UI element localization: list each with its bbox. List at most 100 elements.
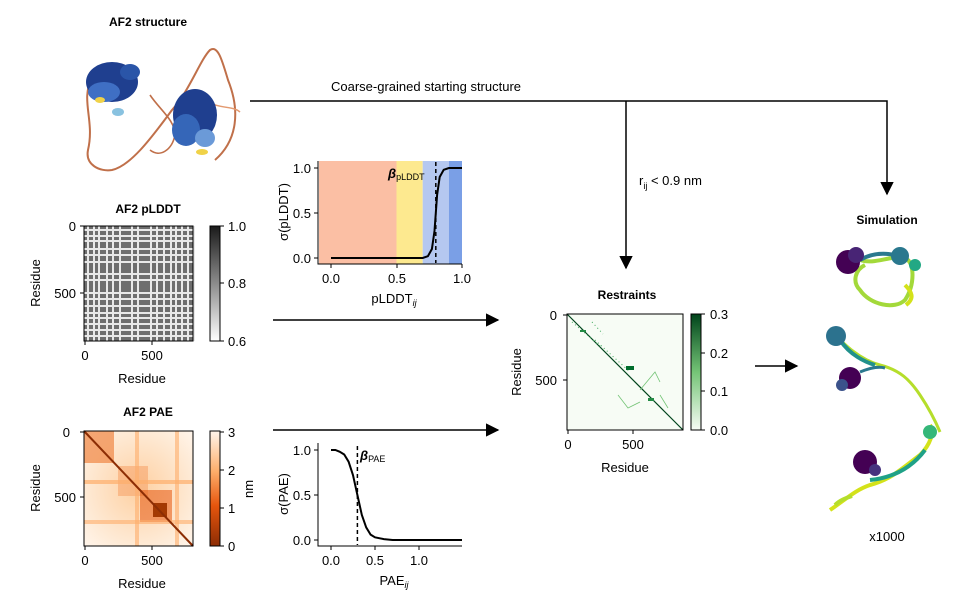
sigma-pae-ticks: 1.0 0.5 0.0 0.0 0.5 1.0: [293, 443, 428, 568]
af2-structure-title: AF2 structure: [109, 15, 187, 29]
plddt-stripe-col: [181, 226, 183, 341]
plddt-band-0: [319, 161, 397, 264]
plddt-stripe-row: [84, 329, 193, 331]
simulation-snapshot-1: [836, 247, 921, 308]
restraints-cbar-tick-0.3: 0.3: [710, 307, 728, 322]
plddt-stripe-col: [106, 226, 108, 341]
pae-xtick-500: 500: [141, 553, 163, 568]
pae-heatmap-blocks: [83, 430, 194, 547]
plddt-cbar-tick-0.6: 0.6: [228, 334, 246, 349]
restraints-heatmap-panel: Restraints 0 500 Residue 0 500 Residue: [509, 288, 728, 475]
pae-cbar-tick-2: 2: [228, 463, 235, 478]
restraints-colorbar: 0.3 0.2 0.1 0.0: [690, 307, 728, 438]
plddt-stripe-row: [84, 292, 193, 294]
plddt-cbar-tick-1: 1.0: [228, 219, 246, 234]
pae-heatmap-yaxis: 0 500 Residue: [28, 425, 84, 512]
sigma-plddt-xlabel: pLDDTij: [371, 291, 417, 308]
restraints-ylabel: Residue: [509, 348, 524, 396]
sigma-plddt-ytick-0: 0.0: [293, 251, 311, 266]
restraints-xtick-500: 500: [622, 437, 644, 452]
simulation-title: Simulation: [856, 213, 917, 227]
restraints-contacts: [566, 313, 684, 431]
plddt-ylabel: Residue: [28, 259, 43, 307]
plddt-ytick-0: 0: [69, 219, 76, 234]
simulation-snapshot-2: [826, 326, 942, 433]
restraints-heatmap-frame: [566, 313, 684, 431]
beta-plddt-label: βpLDDT: [387, 166, 425, 182]
plddt-stripe-col: [112, 226, 114, 341]
sigma-pae-axes: [317, 443, 462, 547]
sigma-plddt-ticks: 1.0 0.5 0.0 0.0 0.5 1.0: [293, 161, 471, 286]
plddt-ytick-500: 500: [54, 286, 76, 301]
plddt-heatmap-yaxis: 0 500 Residue: [28, 219, 84, 307]
pae-heatmap-panel: AF2 PAE 0 500 Residue 0 500 Residue: [28, 405, 256, 591]
beta-pae-label: βPAE: [359, 448, 385, 464]
restraints-xtick-0: 0: [564, 437, 571, 452]
plddt-stripe-row: [84, 335, 193, 337]
plddt-band-1: [396, 161, 423, 264]
sigma-plddt-axes: [317, 161, 462, 265]
sigma-plddt-xtick-0: 0.0: [322, 271, 340, 286]
plddt-stripe-row: [84, 312, 193, 314]
sigma-pae-ytick-0.5: 0.5: [293, 488, 311, 503]
sigma-pae-ytick-1: 1.0: [293, 443, 311, 458]
coarse-grained-arrow: Coarse-grained starting structure rij < …: [250, 79, 894, 270]
restraints-cbar-tick-0.1: 0.1: [710, 384, 728, 399]
sigma-pae-ytick-0: 0.0: [293, 533, 311, 548]
restraints-xlabel: Residue: [601, 460, 649, 475]
pae-xlabel: Residue: [118, 576, 166, 591]
plddt-xlabel: Residue: [118, 371, 166, 386]
coarse-grained-label: Coarse-grained starting structure: [331, 79, 521, 94]
sigma-plddt-xtick-0.5: 0.5: [388, 271, 406, 286]
plddt-stripe-col: [193, 226, 195, 341]
restraints-yaxis: 0 500 Residue: [509, 308, 567, 396]
plddt-heatmap-stripes: [84, 226, 195, 341]
plddt-heatmap-panel: AF2 pLDDT 0 500 Residue 0 500 Residue 1.…: [28, 202, 246, 386]
sigma-plddt-xtick-1: 1.0: [453, 271, 471, 286]
sigma-pae-xtick-1: 1.0: [410, 553, 428, 568]
sigma-plddt-ytick-0.5: 0.5: [293, 206, 311, 221]
pae-ytick-500: 500: [54, 490, 76, 505]
plddt-cbar-tick-0.8: 0.8: [228, 276, 246, 291]
plddt-stripe-row: [84, 317, 193, 319]
pae-colorbar: 3 2 1 0 nm: [209, 425, 256, 554]
restraints-xaxis: 0 500 Residue: [564, 430, 649, 475]
plddt-stripe-col: [175, 226, 177, 341]
restraints-cbar-tick-0: 0.0: [710, 423, 728, 438]
plddt-stripe-row: [84, 305, 193, 307]
pae-heatmap-title: AF2 PAE: [123, 405, 173, 419]
pae-xtick-0: 0: [81, 553, 88, 568]
sigma-pae-plot: βPAE 1.0 0.5 0.0 0.0 0.5 1.0 PAEij σ(PAE…: [276, 443, 462, 590]
plddt-confidence-bands: [319, 161, 462, 264]
restraints-ytick-0: 0: [550, 308, 557, 323]
plddt-heatmap-frame: [83, 225, 194, 342]
plddt-stripe-col: [137, 226, 139, 341]
restraints-ytick-500: 500: [535, 373, 557, 388]
sigma-pae-ylabel: σ(PAE): [276, 473, 291, 515]
sigma-pae-xlabel: PAEij: [379, 573, 409, 590]
plddt-xtick-0: 0: [81, 348, 88, 363]
sigma-pae-xtick-0.5: 0.5: [366, 553, 384, 568]
plddt-stripe-row: [84, 323, 193, 325]
plddt-xtick-500: 500: [141, 348, 163, 363]
plddt-band-3: [448, 161, 462, 264]
plddt-heatmap-xaxis: 0 500 Residue: [81, 341, 166, 386]
plddt-stripe-col: [170, 226, 172, 341]
sigma-pae-curve: [331, 449, 462, 541]
plddt-stripe-col: [131, 226, 133, 341]
pae-cbar-tick-0: 0: [228, 539, 235, 554]
pae-cbar-tick-3: 3: [228, 425, 235, 440]
sigma-plddt-ytick-1: 1.0: [293, 161, 311, 176]
pae-cbar-label: nm: [241, 480, 256, 498]
pae-heatmap-frame: [83, 430, 194, 547]
pae-ylabel: Residue: [28, 464, 43, 512]
protein-structure-image: [86, 48, 241, 172]
distance-cutoff-label: rij < 0.9 nm: [639, 173, 702, 191]
plddt-stripe-col: [87, 226, 89, 341]
plddt-colorbar: 1.0 0.8 0.6: [209, 219, 246, 349]
plddt-stripe-col: [119, 226, 121, 341]
sigma-pae-xtick-0: 0.0: [322, 553, 340, 568]
pae-ytick-0: 0: [63, 425, 70, 440]
replica-count-label: x1000: [869, 529, 904, 544]
plddt-stripe-col: [93, 226, 95, 341]
